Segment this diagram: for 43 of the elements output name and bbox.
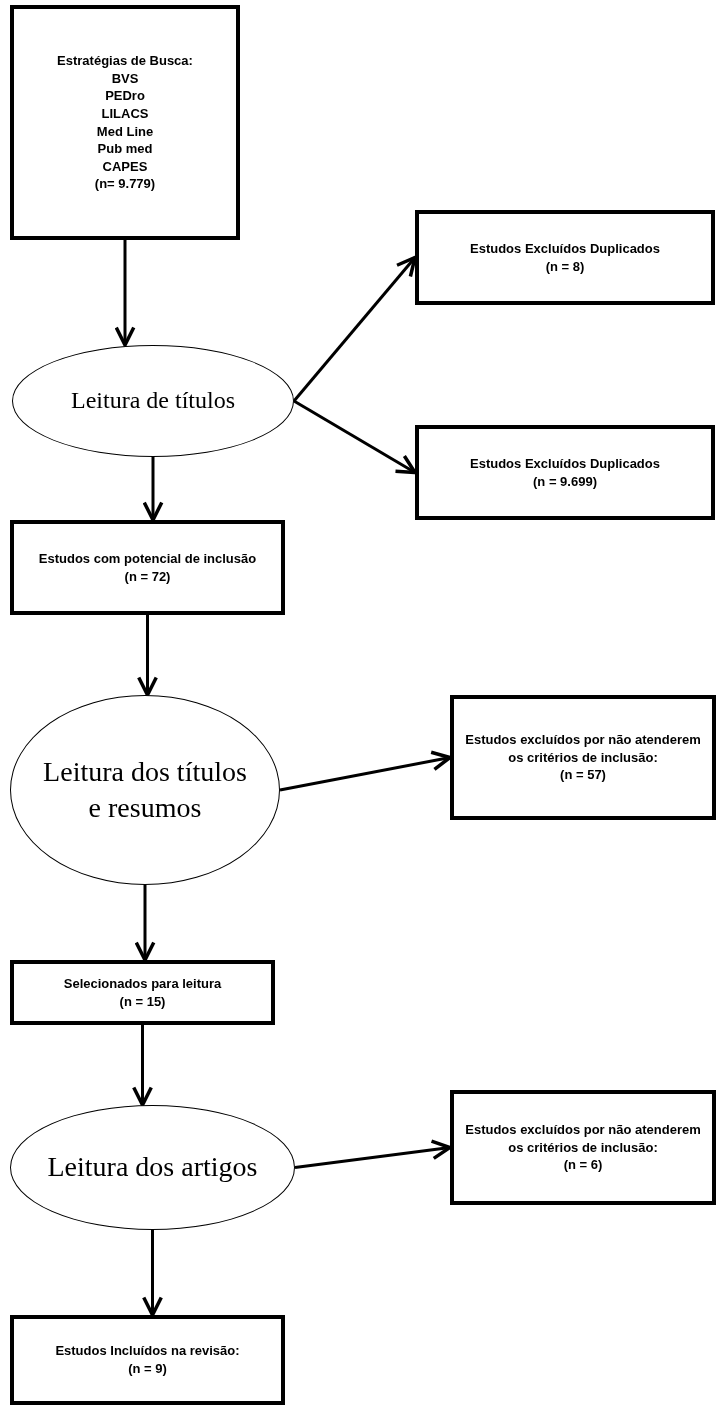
box-text: PEDro: [105, 87, 145, 105]
step-label: Leitura de títulos: [71, 386, 235, 416]
process-box: [450, 1090, 716, 1205]
process-box: [10, 1315, 285, 1405]
process-box: [10, 960, 275, 1025]
arrow: [279, 750, 452, 792]
box-text: Estudos excluídos por não atenderem os critérios de inclusão:: [464, 1121, 702, 1157]
box-text: Estudos Incluídos na revisão:: [55, 1342, 240, 1360]
arrow: [292, 255, 417, 402]
process-box: [450, 695, 716, 820]
box-text: (n= 9.779): [94, 175, 156, 193]
box-text: LILACS: [101, 104, 149, 123]
box-text: Pub med: [97, 140, 153, 158]
box-text: Estudos Excluídos Duplicados: [470, 239, 660, 258]
box-text: Estratégias de Busca:: [57, 52, 193, 70]
arrow: [142, 457, 164, 522]
box-text: (n = 9.699): [533, 472, 597, 491]
step-label: Leitura dos artigos: [47, 1150, 258, 1185]
box-text: Estudos excluídos por não atenderem os critérios de inclusão:: [464, 731, 702, 767]
box-text: Estudos Excluídos Duplicados: [470, 454, 660, 473]
box-text: Med Line: [96, 122, 154, 141]
arrow: [132, 1025, 153, 1107]
box-text: (n = 9): [128, 1360, 167, 1378]
arrow: [137, 615, 158, 697]
box-text: (n = 57): [560, 766, 606, 784]
box-text: (n = 15): [119, 992, 166, 1011]
step-label: Leitura dos títulos e resumos: [42, 754, 248, 825]
process-box: [10, 520, 285, 615]
arrow: [114, 240, 136, 347]
arrow: [293, 399, 417, 475]
box-text: Selecionados para leitura: [63, 974, 222, 993]
box-text: (n = 8): [545, 257, 585, 276]
process-box: [415, 425, 715, 520]
box-text: BVS: [111, 69, 139, 88]
arrow: [134, 885, 156, 962]
box-text: CAPES: [102, 157, 148, 176]
arrow: [142, 1230, 163, 1317]
process-box: [415, 210, 715, 305]
box-text: (n = 72): [124, 567, 171, 586]
arrow: [294, 1139, 452, 1169]
process-box: [10, 5, 240, 240]
box-text: (n = 6): [563, 1156, 603, 1174]
box-text: Estudos com potencial de inclusão: [38, 549, 257, 568]
